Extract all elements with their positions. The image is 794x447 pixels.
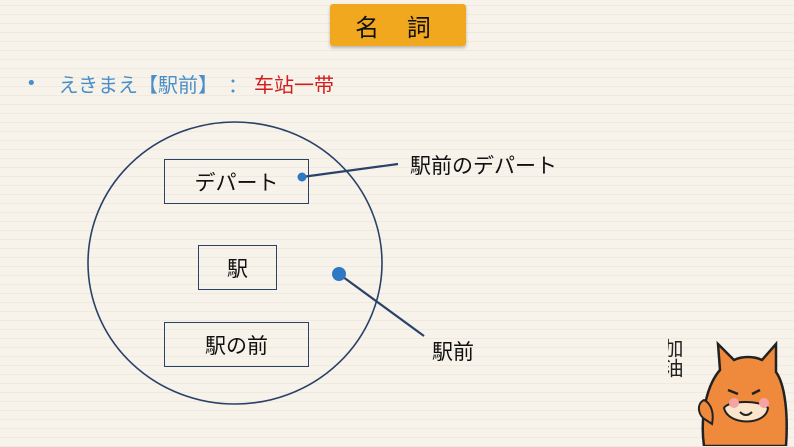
section-title: 名 詞 [355,13,441,42]
vocab-line: • えきまえ【駅前】 ： 车站一带 [26,66,334,100]
box-eki: 駅 [198,245,277,290]
callout-dot-ekimae [332,267,346,281]
callout-label-ekimae: 駅前 [432,340,474,364]
station-area-circle [87,121,383,405]
mascot-caption: 加油 [668,338,684,378]
callout-line-depart [301,162,399,179]
section-title-badge: 名 詞 [330,4,466,46]
box-eki-label: 駅 [227,256,248,281]
vocab-meaning: 车站一带 [254,72,335,97]
box-depart: デパート [164,159,309,204]
box-eki-no-mae: 駅の前 [164,322,309,367]
callout-dot-depart [297,172,307,182]
callout-line-ekimae [338,273,425,337]
box-eki-no-mae-label: 駅の前 [205,333,268,358]
vocab-colon: ： [228,72,249,97]
vocab-reading: えきまえ【駅前】 [58,72,219,97]
bullet-icon: • [26,72,37,94]
callout-label-ekimae-no-depart: 駅前のデパート [410,154,557,178]
mascot-cat-image: 加油 [668,338,788,446]
box-depart-label: デパート [194,170,279,195]
